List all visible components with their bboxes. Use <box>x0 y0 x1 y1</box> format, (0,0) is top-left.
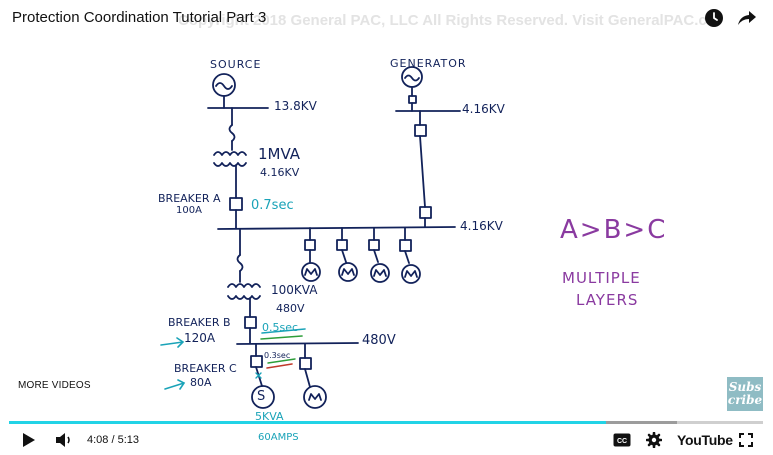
source-voltage-label: 13.8KV <box>274 99 317 113</box>
breaker-a-label: BREAKER A <box>158 192 221 205</box>
volume-icon[interactable] <box>54 431 74 449</box>
breaker-b-symbol <box>244 316 257 329</box>
transformer-2-secondary <box>227 295 261 300</box>
load-s-text: S <box>257 389 266 404</box>
transformer-1-primary <box>213 151 247 156</box>
transformer-1-secondary <box>213 162 247 167</box>
copyright-watermark: Copyright 2018 General PAC, LLC All Righ… <box>178 12 718 29</box>
motor-feeder-1 <box>301 227 321 282</box>
progress-played <box>9 421 607 424</box>
transformer-2-rating: 100KVA <box>271 283 318 297</box>
breaker-c-rating: 80A <box>190 376 212 389</box>
transformer-2-voltage: 480V <box>276 302 305 315</box>
lv-motor-symbol <box>303 385 327 409</box>
clock-icon[interactable] <box>703 7 725 29</box>
motor-feeder-4 <box>399 227 421 284</box>
cc-icon[interactable]: CC <box>612 432 632 448</box>
lv-bus-voltage: 480V <box>362 333 396 348</box>
breaker-b-label: BREAKER B <box>168 316 231 329</box>
play-icon[interactable] <box>20 431 38 449</box>
share-icon[interactable] <box>736 7 758 29</box>
breaker-b-rating: 120A <box>184 331 216 345</box>
generator-voltage-label: 4.16KV <box>462 102 505 116</box>
svg-text:CC: CC <box>617 438 627 445</box>
breaker-b-time: 0.5sec <box>262 321 299 334</box>
transformer-1-voltage: 4.16KV <box>260 166 300 179</box>
player-controls: 4:08 / 5:13 CC YouTube <box>0 426 773 455</box>
breaker-a-rating: 100A <box>176 205 202 216</box>
layers-note: LAYERS <box>576 291 639 309</box>
progress-bar[interactable] <box>9 421 763 424</box>
breaker-c-symbol <box>250 355 263 368</box>
more-videos-link[interactable]: MORE VIDEOS <box>18 380 91 391</box>
lv-bus-480v <box>236 342 359 345</box>
breaker-c-time: 0.3sec <box>264 351 291 360</box>
load-amps-label: 60AMPS <box>258 432 299 443</box>
inequality-note: A>B>C <box>560 215 668 245</box>
source-label: SOURCE <box>210 58 262 71</box>
transformer-1-rating: 1MVA <box>258 145 301 163</box>
video-title[interactable]: Protection Coordination Tutorial Part 3 <box>12 9 267 26</box>
load-kva-label: 5KVA <box>255 410 284 423</box>
gear-icon[interactable] <box>644 431 664 449</box>
motor-feeder-3 <box>368 227 390 283</box>
generator-label: GENERATOR <box>390 57 467 70</box>
transformer-2-primary <box>227 283 261 288</box>
breaker-c-label: BREAKER C <box>174 362 237 375</box>
breaker-a-symbol <box>229 197 243 211</box>
motor-feeder-2 <box>336 227 358 282</box>
fullscreen-icon[interactable] <box>737 431 755 449</box>
main-bus-416kv <box>217 226 456 230</box>
load-s-symbol <box>251 385 275 409</box>
youtube-logo[interactable]: YouTube <box>677 432 733 448</box>
breaker-a-time: 0.7sec <box>251 198 294 213</box>
multiple-note: MULTIPLE <box>562 269 641 287</box>
main-bus-voltage: 4.16KV <box>460 219 503 233</box>
time-display: 4:08 / 5:13 <box>87 434 139 446</box>
